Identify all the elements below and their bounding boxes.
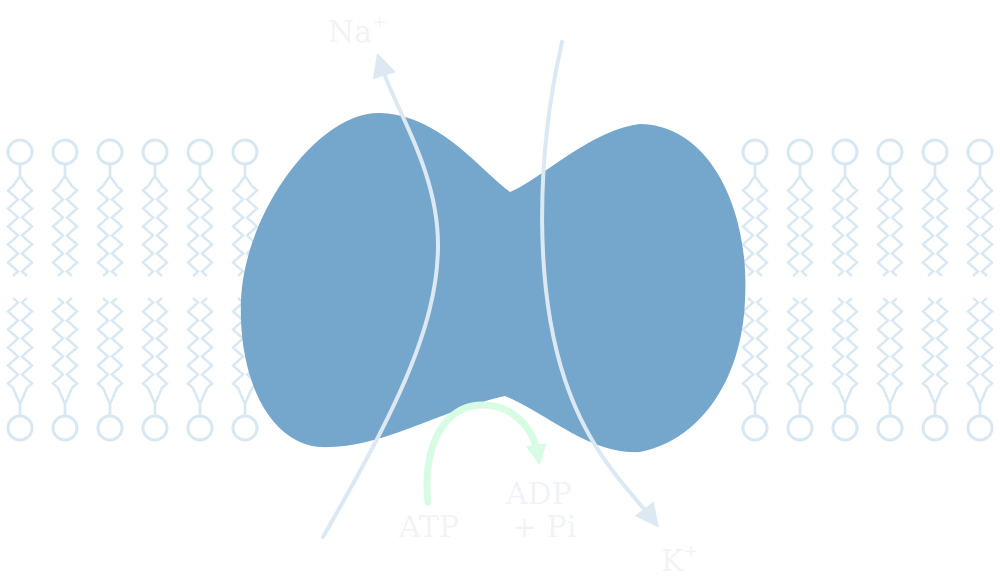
lipid-head-upper [231, 138, 259, 166]
lipid-head-upper [51, 138, 79, 166]
lipid-tail-upper [741, 164, 757, 277]
lipid-tail-lower [888, 297, 904, 416]
lipid-tail-upper [231, 164, 247, 277]
lipid-tail-lower [831, 297, 847, 416]
lipid-head-lower [966, 414, 994, 442]
lipid-tail-lower [741, 297, 757, 416]
pi-label: + Pi [512, 510, 576, 545]
lipid-tail-lower [186, 297, 202, 416]
lipid-tail-lower [786, 297, 802, 416]
lipid-tail-upper [831, 164, 847, 277]
lipid-tail-lower [96, 297, 112, 416]
sodium-ion-label: Na+ [328, 12, 387, 50]
lipid-tail-lower [141, 297, 157, 416]
potassium-ion-label-base: K [661, 544, 684, 579]
lipid-tail-upper [51, 164, 67, 277]
lipid-tail-upper [753, 164, 769, 277]
lipid-tail-lower [798, 297, 814, 416]
lipid-tail-upper [888, 164, 904, 277]
lipid-tail-lower [978, 297, 994, 416]
lipid-head-upper [141, 138, 169, 166]
lipid-tail-lower [51, 297, 67, 416]
lipid-tail-upper [933, 164, 949, 277]
lipid-tail-upper [108, 164, 124, 277]
potassium-ion-label-sup: + [683, 541, 698, 562]
lipid-tail-lower [108, 297, 124, 416]
lipid-tail-lower [921, 297, 937, 416]
lipid-head-upper [921, 138, 949, 166]
lipid-head-lower [51, 414, 79, 442]
potassium-ion-label: K+ [661, 541, 699, 579]
lipid-tail-lower [933, 297, 949, 416]
lipid-head-upper [96, 138, 124, 166]
lipid-tail-lower [966, 297, 982, 416]
lipid-tail-upper [18, 164, 34, 277]
potassium-ion-path-arrow [540, 40, 659, 528]
lipid-tail-lower [753, 297, 769, 416]
lipid-tail-lower [18, 297, 34, 416]
lipid-head-lower [741, 414, 769, 442]
lipid-tail-upper [786, 164, 802, 277]
lipid-head-lower [786, 414, 814, 442]
lipid-tail-lower [843, 297, 859, 416]
sodium-ion-label-sup: + [372, 12, 387, 33]
lipid-tail-upper [798, 164, 814, 277]
lipid-head-upper [831, 138, 859, 166]
lipid-tail-upper [141, 164, 157, 277]
lipid-tail-upper [978, 164, 994, 277]
lipid-tail-upper [96, 164, 112, 277]
lipid-bilayer [6, 138, 994, 442]
lipid-head-upper [876, 138, 904, 166]
lipid-head-lower [231, 414, 259, 442]
lipid-tail-upper [186, 164, 202, 277]
lipid-tail-lower [6, 297, 22, 416]
lipid-head-lower [6, 414, 34, 442]
lipid-tail-upper [6, 164, 22, 277]
lipid-tail-lower [198, 297, 214, 416]
lipid-head-upper [6, 138, 34, 166]
lipid-head-lower [921, 414, 949, 442]
lipid-tail-lower [876, 297, 892, 416]
lipid-tail-upper [966, 164, 982, 277]
lipid-head-lower [831, 414, 859, 442]
adp-label: ADP [505, 477, 572, 512]
lipid-head-upper [966, 138, 994, 166]
lipid-head-upper [186, 138, 214, 166]
lipid-head-upper [741, 138, 769, 166]
atp-hydrolysis-arrow [423, 401, 547, 506]
lipid-head-upper [786, 138, 814, 166]
lipid-tail-upper [876, 164, 892, 277]
lipid-tail-lower [63, 297, 79, 416]
lipid-tail-upper [921, 164, 937, 277]
lipid-tail-upper [153, 164, 169, 277]
lipid-tail-lower [153, 297, 169, 416]
lipid-tail-upper [843, 164, 859, 277]
atp-label: ATP [398, 510, 459, 545]
pump-protein [240, 112, 746, 453]
lipid-tail-upper [63, 164, 79, 277]
sodium-ion-label-base: Na [328, 15, 372, 50]
lipid-tail-lower [231, 297, 247, 416]
lipid-head-lower [876, 414, 904, 442]
sodium-ion-path-arrow [321, 52, 441, 539]
lipid-head-lower [186, 414, 214, 442]
lipid-head-lower [141, 414, 169, 442]
lipid-head-lower [96, 414, 124, 442]
lipid-tail-upper [198, 164, 214, 277]
